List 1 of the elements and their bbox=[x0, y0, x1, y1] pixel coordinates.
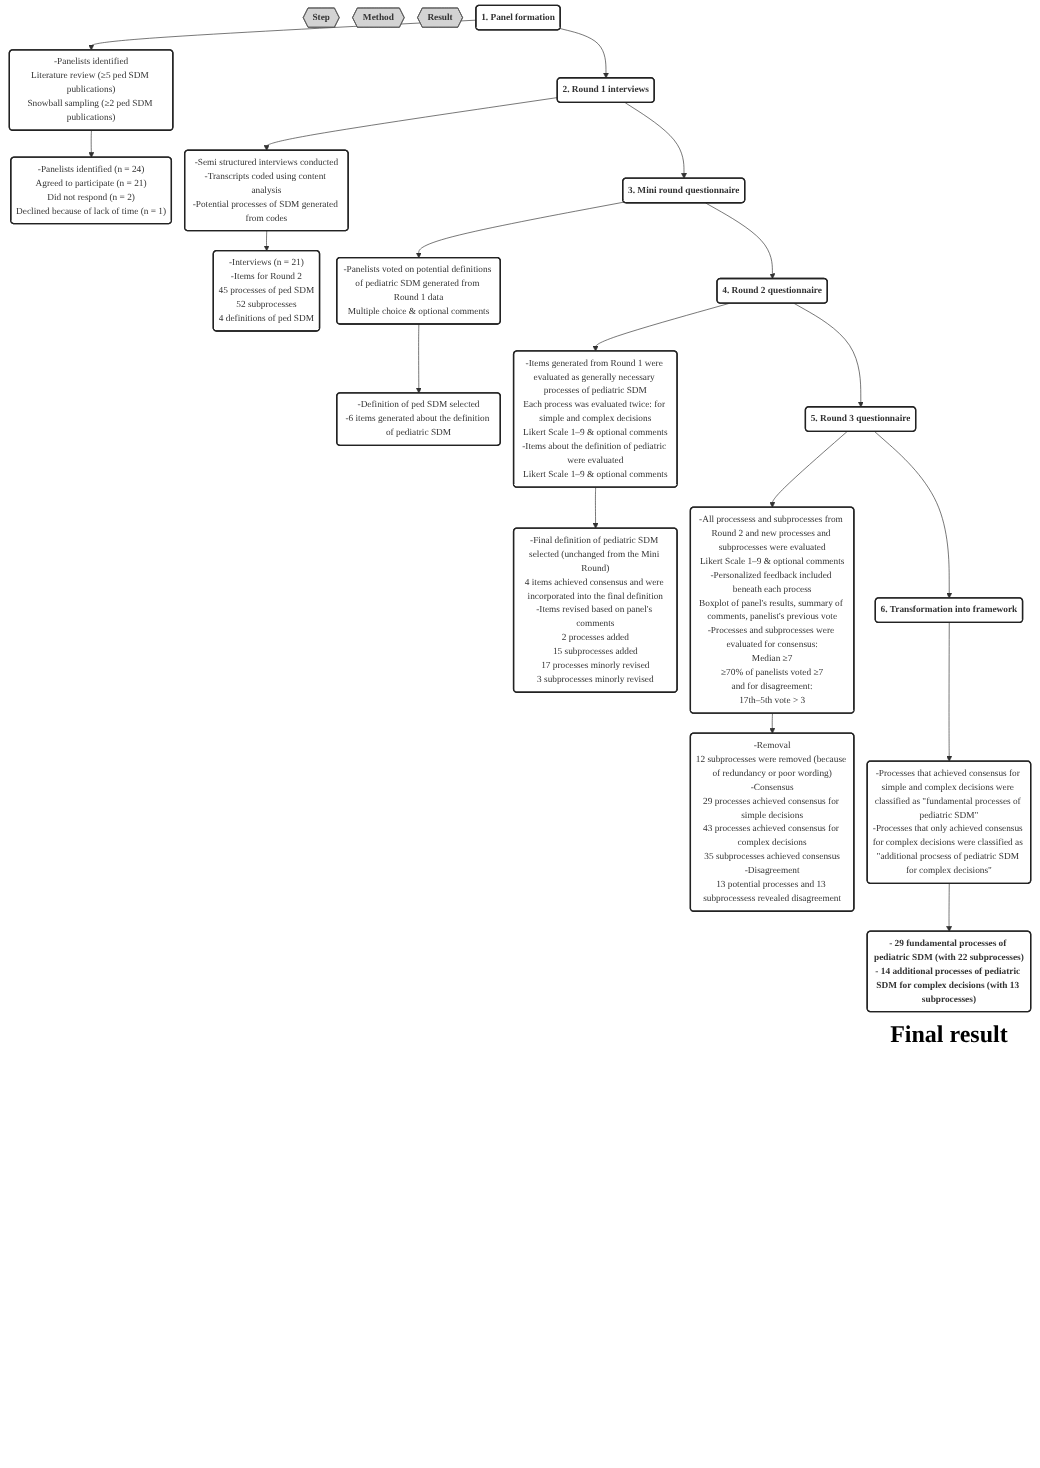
node-caption: Final result bbox=[888, 1019, 1010, 1050]
